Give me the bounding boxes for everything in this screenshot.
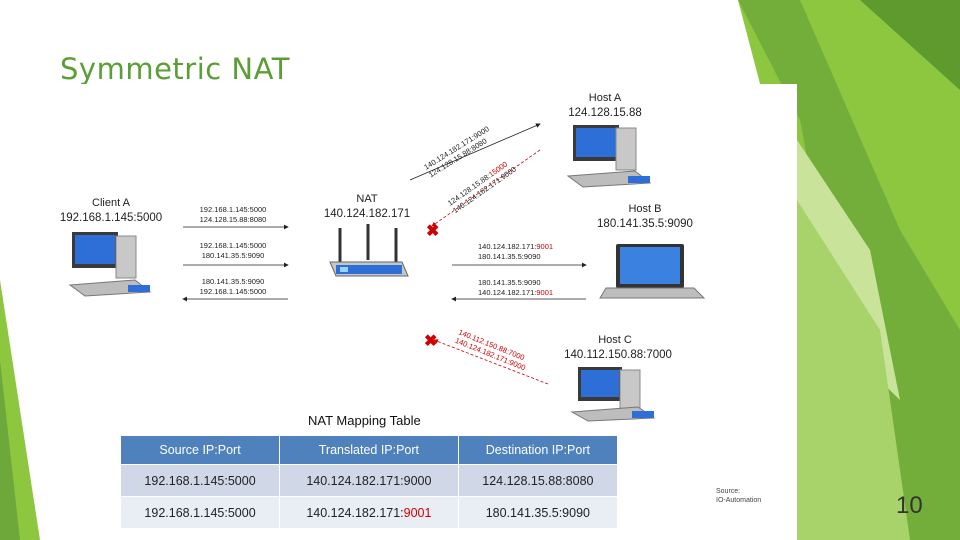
translated-port: 9000 [404, 474, 432, 488]
cell-destination: 180.141.35.5:9090 [458, 497, 617, 529]
nat-mapping-table: Source IP:Port Translated IP:Port Destin… [121, 436, 618, 528]
host-b-name: Host B [628, 203, 661, 215]
header-source: Source IP:Port [121, 436, 280, 465]
cell-source: 192.168.1.145:5000 [121, 497, 280, 529]
from-host-b-port: 9001 [536, 288, 553, 297]
header-translated: Translated IP:Port [280, 436, 459, 465]
translated-ip: 140.124.182.171: [306, 474, 403, 488]
packet-3-line1: 180.141.35.5:9090 [202, 277, 265, 286]
host-a-name: Host A [589, 92, 622, 104]
page-number: 10 [896, 492, 923, 520]
host-c-ip: 140.112.150.88:7000 [564, 349, 672, 361]
header-destination: Destination IP:Port [458, 436, 617, 465]
host-a-ip: 124.128.15.88 [568, 107, 642, 119]
blocked-x-icon-a: ✖ [426, 223, 439, 240]
to-host-b-line2: 180.141.35.5:9090 [478, 252, 541, 261]
packet-1-line2: 124.128.15.88:8080 [200, 215, 267, 224]
mapping-table-title: NAT Mapping Table [308, 413, 421, 428]
packet-2-line1: 192.168.1.145:5000 [200, 241, 267, 250]
client-a-name: Client A [92, 197, 131, 209]
svg-text:140.124.182.171:9001: 140.124.182.171:9001 [478, 288, 553, 297]
nat-name: NAT [356, 193, 377, 205]
nat-ip: 140.124.182.171 [324, 208, 410, 220]
translated-ip: 140.124.182.171: [306, 506, 403, 520]
packet-1-line1: 192.168.1.145:5000 [200, 205, 267, 214]
table-header-row: Source IP:Port Translated IP:Port Destin… [121, 436, 618, 465]
table-row: 192.168.1.145:5000 140.124.182.171:9001 … [121, 497, 618, 529]
blocked-x-icon-c: ✖ [424, 333, 437, 350]
slide-title: Symmetric NAT [60, 52, 290, 86]
cell-translated: 140.124.182.171:9000 [280, 465, 459, 497]
svg-text:140.124.182.171:9001: 140.124.182.171:9001 [478, 242, 553, 251]
cell-source: 192.168.1.145:5000 [121, 465, 280, 497]
source-name: IO-Automation [716, 496, 761, 505]
translated-port-highlight: 9001 [404, 506, 432, 520]
packet-2-line2: 180.141.35.5:9090 [202, 251, 265, 260]
from-host-b-ip: 140.124.182.171: [478, 288, 536, 297]
source-credit: Source: IO-Automation [716, 487, 761, 505]
client-a-ip: 192.168.1.145:5000 [60, 212, 162, 224]
source-label: Source: [716, 487, 761, 496]
host-b-ip: 180.141.35.5:9090 [597, 218, 693, 230]
cell-translated: 140.124.182.171:9001 [280, 497, 459, 529]
cell-destination: 124.128.15.88:8080 [458, 465, 617, 497]
table-row: 192.168.1.145:5000 140.124.182.171:9000 … [121, 465, 618, 497]
packet-3-line2: 192.168.1.145:5000 [200, 287, 267, 296]
to-host-b-port: 9001 [536, 242, 553, 251]
host-c-name: Host C [598, 334, 632, 346]
to-host-b-ip: 140.124.182.171: [478, 242, 536, 251]
from-host-b-line1: 180.141.35.5:9090 [478, 278, 541, 287]
